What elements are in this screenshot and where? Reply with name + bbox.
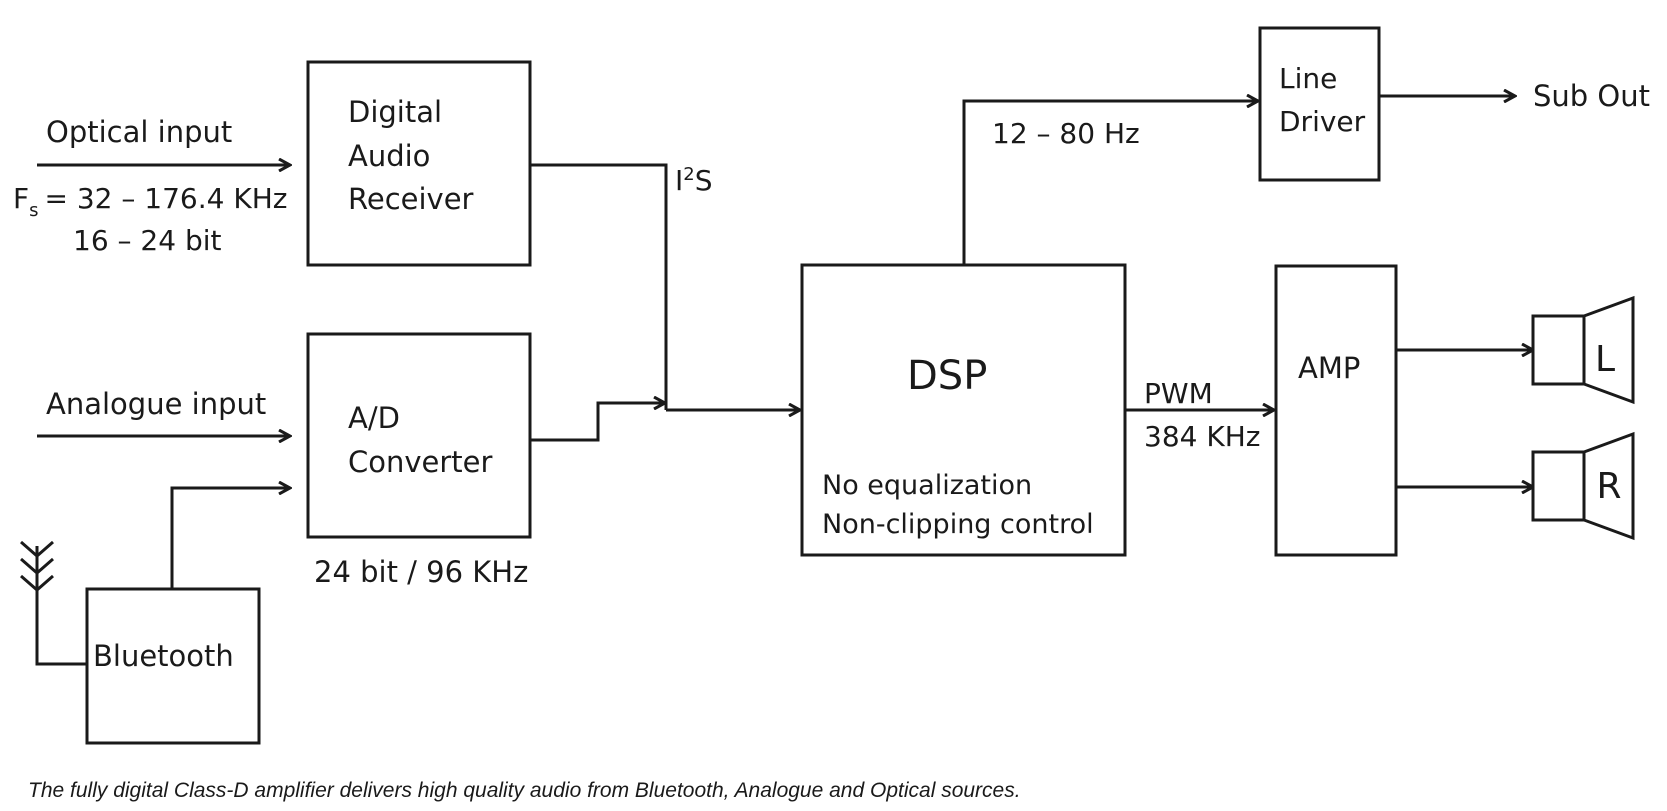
figure-caption: The fully digital Class-D amplifier deli… [28, 779, 1021, 802]
i2s-label: I2S [675, 164, 713, 197]
right-speaker-icon [1531, 431, 1635, 541]
adc-spec-label: 24 bit / 96 KHz [314, 555, 528, 589]
dsp-title: DSP [907, 353, 987, 399]
amp-block [1274, 264, 1398, 557]
adc-label-line1: A/D [348, 401, 400, 435]
bluetooth-block [85, 587, 261, 745]
left-speaker-label: L [1595, 339, 1615, 380]
fs-symbol: F [13, 182, 29, 215]
dsp-note-equalization: No equalization [822, 470, 1032, 501]
antenna-icon [20, 540, 87, 666]
line-driver-label-line2: Driver [1279, 105, 1366, 138]
analogue-input-label: Analogue input [46, 387, 266, 421]
dsp-to-line-driver-arrow [962, 101, 1258, 265]
pwm-label: PWM [1144, 377, 1213, 410]
line-driver-block [1258, 26, 1381, 182]
line-driver-label-line1: Line [1279, 62, 1337, 95]
fs-value: = 32 – 176.4 KHz [45, 182, 288, 215]
sub-out-label: Sub Out [1533, 79, 1650, 113]
optical-bit-depth-label: 16 – 24 bit [73, 224, 222, 257]
optical-input-label: Optical input [46, 115, 232, 149]
adc-to-bus-arrow [530, 403, 665, 442]
receiver-label-line2: Audio [348, 139, 430, 173]
adc-label-line2: Converter [348, 445, 493, 479]
digital-audio-receiver-block [306, 60, 532, 267]
fs-subscript: s [29, 200, 38, 221]
i2s-suffix: S [695, 164, 713, 197]
receiver-label-line1: Digital [348, 95, 442, 129]
i2s-prefix: I [675, 164, 683, 197]
bluetooth-label: Bluetooth [93, 639, 234, 673]
right-speaker-label: R [1596, 466, 1621, 507]
i2s-wire [530, 163, 668, 410]
optical-sample-rate-label: Fs = 32 – 176.4 KHz [13, 182, 287, 221]
ad-converter-block [306, 332, 532, 539]
receiver-label-line3: Receiver [348, 182, 474, 216]
left-speaker-icon [1531, 295, 1635, 405]
pwm-frequency-label: 384 KHz [1144, 420, 1260, 453]
dsp-note-clipping: Non-clipping control [822, 509, 1094, 540]
bluetooth-to-adc-arrow [170, 488, 290, 589]
amp-label: AMP [1298, 351, 1360, 385]
i2s-superscript: 2 [683, 164, 694, 185]
sub-range-label: 12 – 80 Hz [992, 117, 1140, 150]
